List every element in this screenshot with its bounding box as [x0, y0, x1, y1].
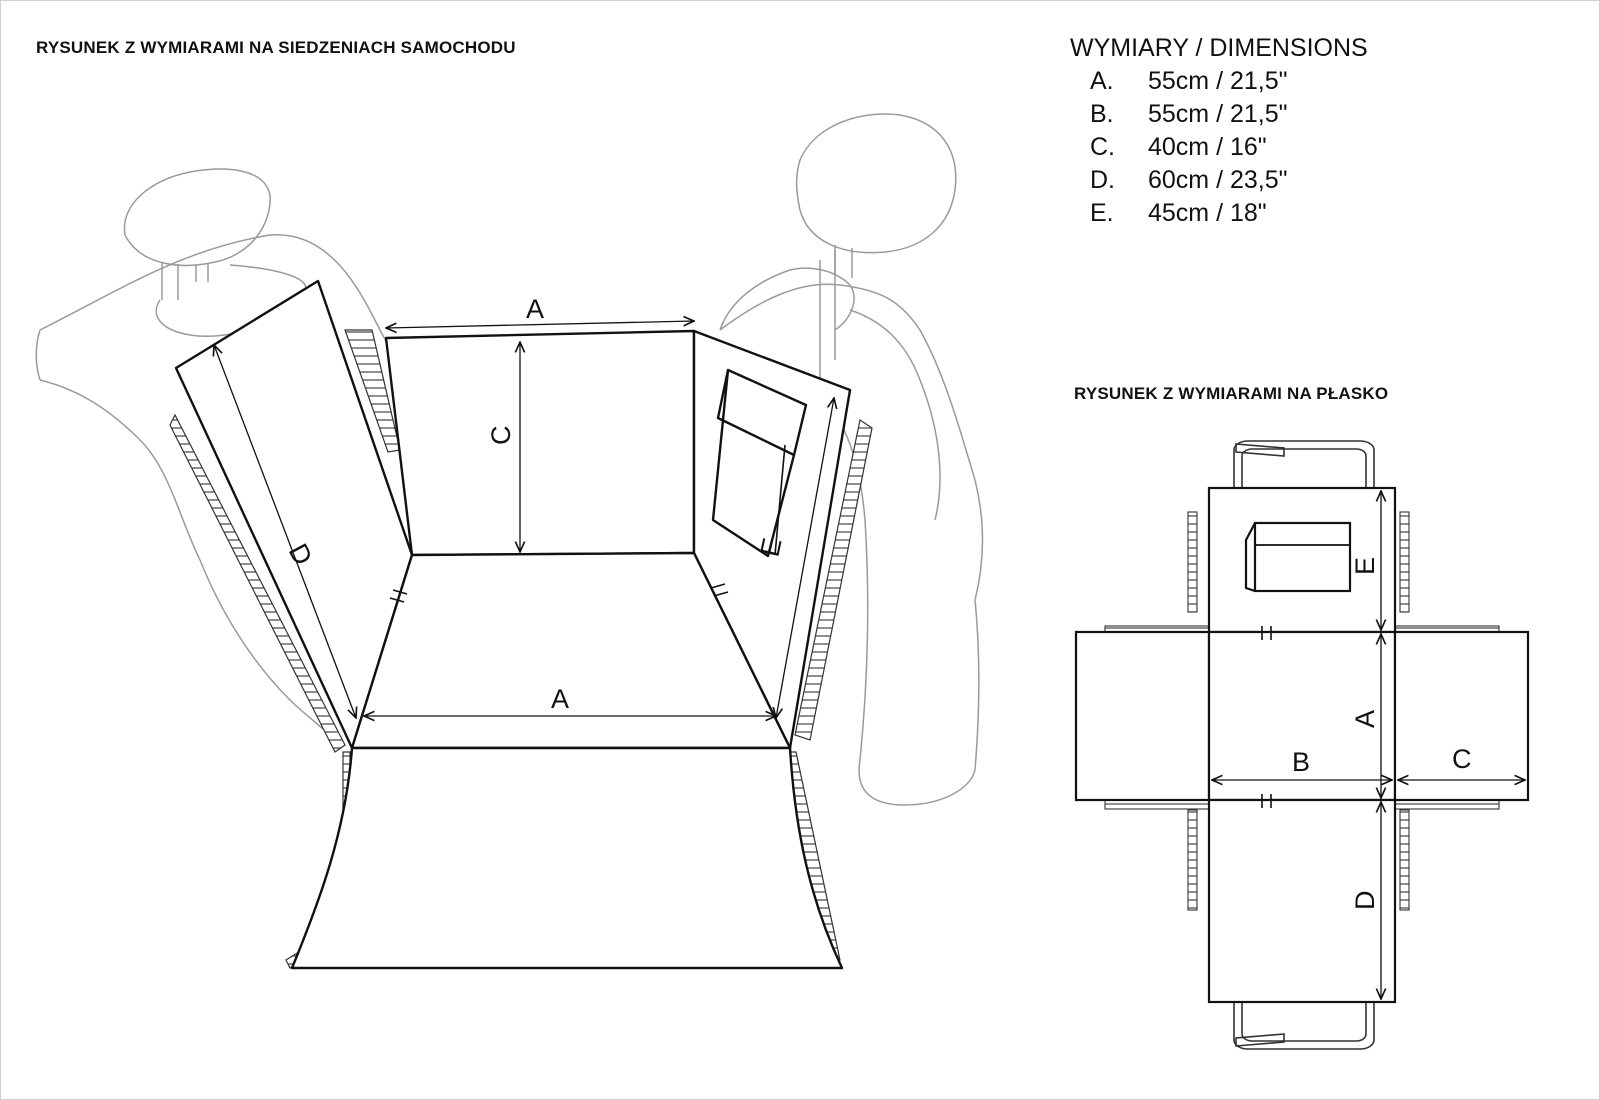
- dimension-value: 45cm / 18": [1148, 199, 1267, 227]
- flat-pocket: [1253, 521, 1352, 593]
- flat-label-e: E: [1350, 557, 1380, 575]
- flat-dimension-labels: E A D B C: [1292, 557, 1472, 910]
- seat-label-a-bottom: A: [551, 684, 569, 714]
- dimension-key: B.: [1090, 100, 1114, 128]
- seat-dimension-labels: A C D A E: [283, 294, 788, 714]
- flat-label-d: D: [1350, 891, 1380, 911]
- flat-label-a: A: [1350, 710, 1380, 728]
- seat-label-e: E: [755, 535, 788, 559]
- dimension-row-c: C. 40cm / 16": [1070, 131, 1368, 164]
- flat-drawing-title: RYSUNEK Z WYMIARAMI NA PŁASKO: [1074, 384, 1389, 403]
- dimension-key: E.: [1090, 199, 1114, 227]
- dimension-key: A.: [1090, 67, 1114, 95]
- dimension-row-b: B. 55cm / 21,5": [1070, 98, 1368, 131]
- dimension-key: C.: [1090, 133, 1115, 161]
- flat-dimension-lines: [1212, 491, 1525, 999]
- dimension-value: 60cm / 23,5": [1148, 166, 1288, 194]
- dimension-row-a: A. 55cm / 21,5": [1070, 65, 1368, 98]
- dimension-row-e: E. 45cm / 18": [1070, 197, 1368, 230]
- dimension-key: D.: [1090, 166, 1115, 194]
- dimensions-legend: WYMIARY / DIMENSIONS A. 55cm / 21,5" B. …: [1070, 34, 1368, 230]
- flat-center-panel: [1207, 630, 1397, 802]
- dimension-row-d: D. 60cm / 23,5": [1070, 164, 1368, 197]
- flat-pattern-outline: [1074, 486, 1530, 1004]
- back-panel: [384, 329, 696, 557]
- flat-label-c: C: [1452, 744, 1472, 774]
- flat-bottom-panel: [1207, 798, 1397, 1004]
- dimensions-legend-title: WYMIARY / DIMENSIONS: [1070, 34, 1368, 62]
- seat-label-c: C: [486, 426, 516, 446]
- seats-drawing-title: RYSUNEK Z WYMIARAMI NA SIEDZENIACH SAMOC…: [36, 38, 516, 57]
- dimension-value: 55cm / 21,5": [1148, 67, 1288, 95]
- flat-pattern-zippers: [1104, 511, 1500, 911]
- flat-velcro-marks: [1261, 626, 1272, 808]
- dimension-value: 40cm / 16": [1148, 133, 1267, 161]
- flat-pattern-straps: [1233, 440, 1375, 1050]
- seat-label-a-top: A: [526, 294, 544, 324]
- footwell-panel: [290, 746, 844, 970]
- flat-label-b: B: [1292, 747, 1310, 777]
- seat-dimension-lines: [214, 321, 834, 718]
- dimension-value: 55cm / 21,5": [1148, 100, 1288, 128]
- velcro-marks: [389, 583, 729, 603]
- flat-right-panel: [1393, 630, 1530, 802]
- flat-left-panel: [1074, 630, 1211, 802]
